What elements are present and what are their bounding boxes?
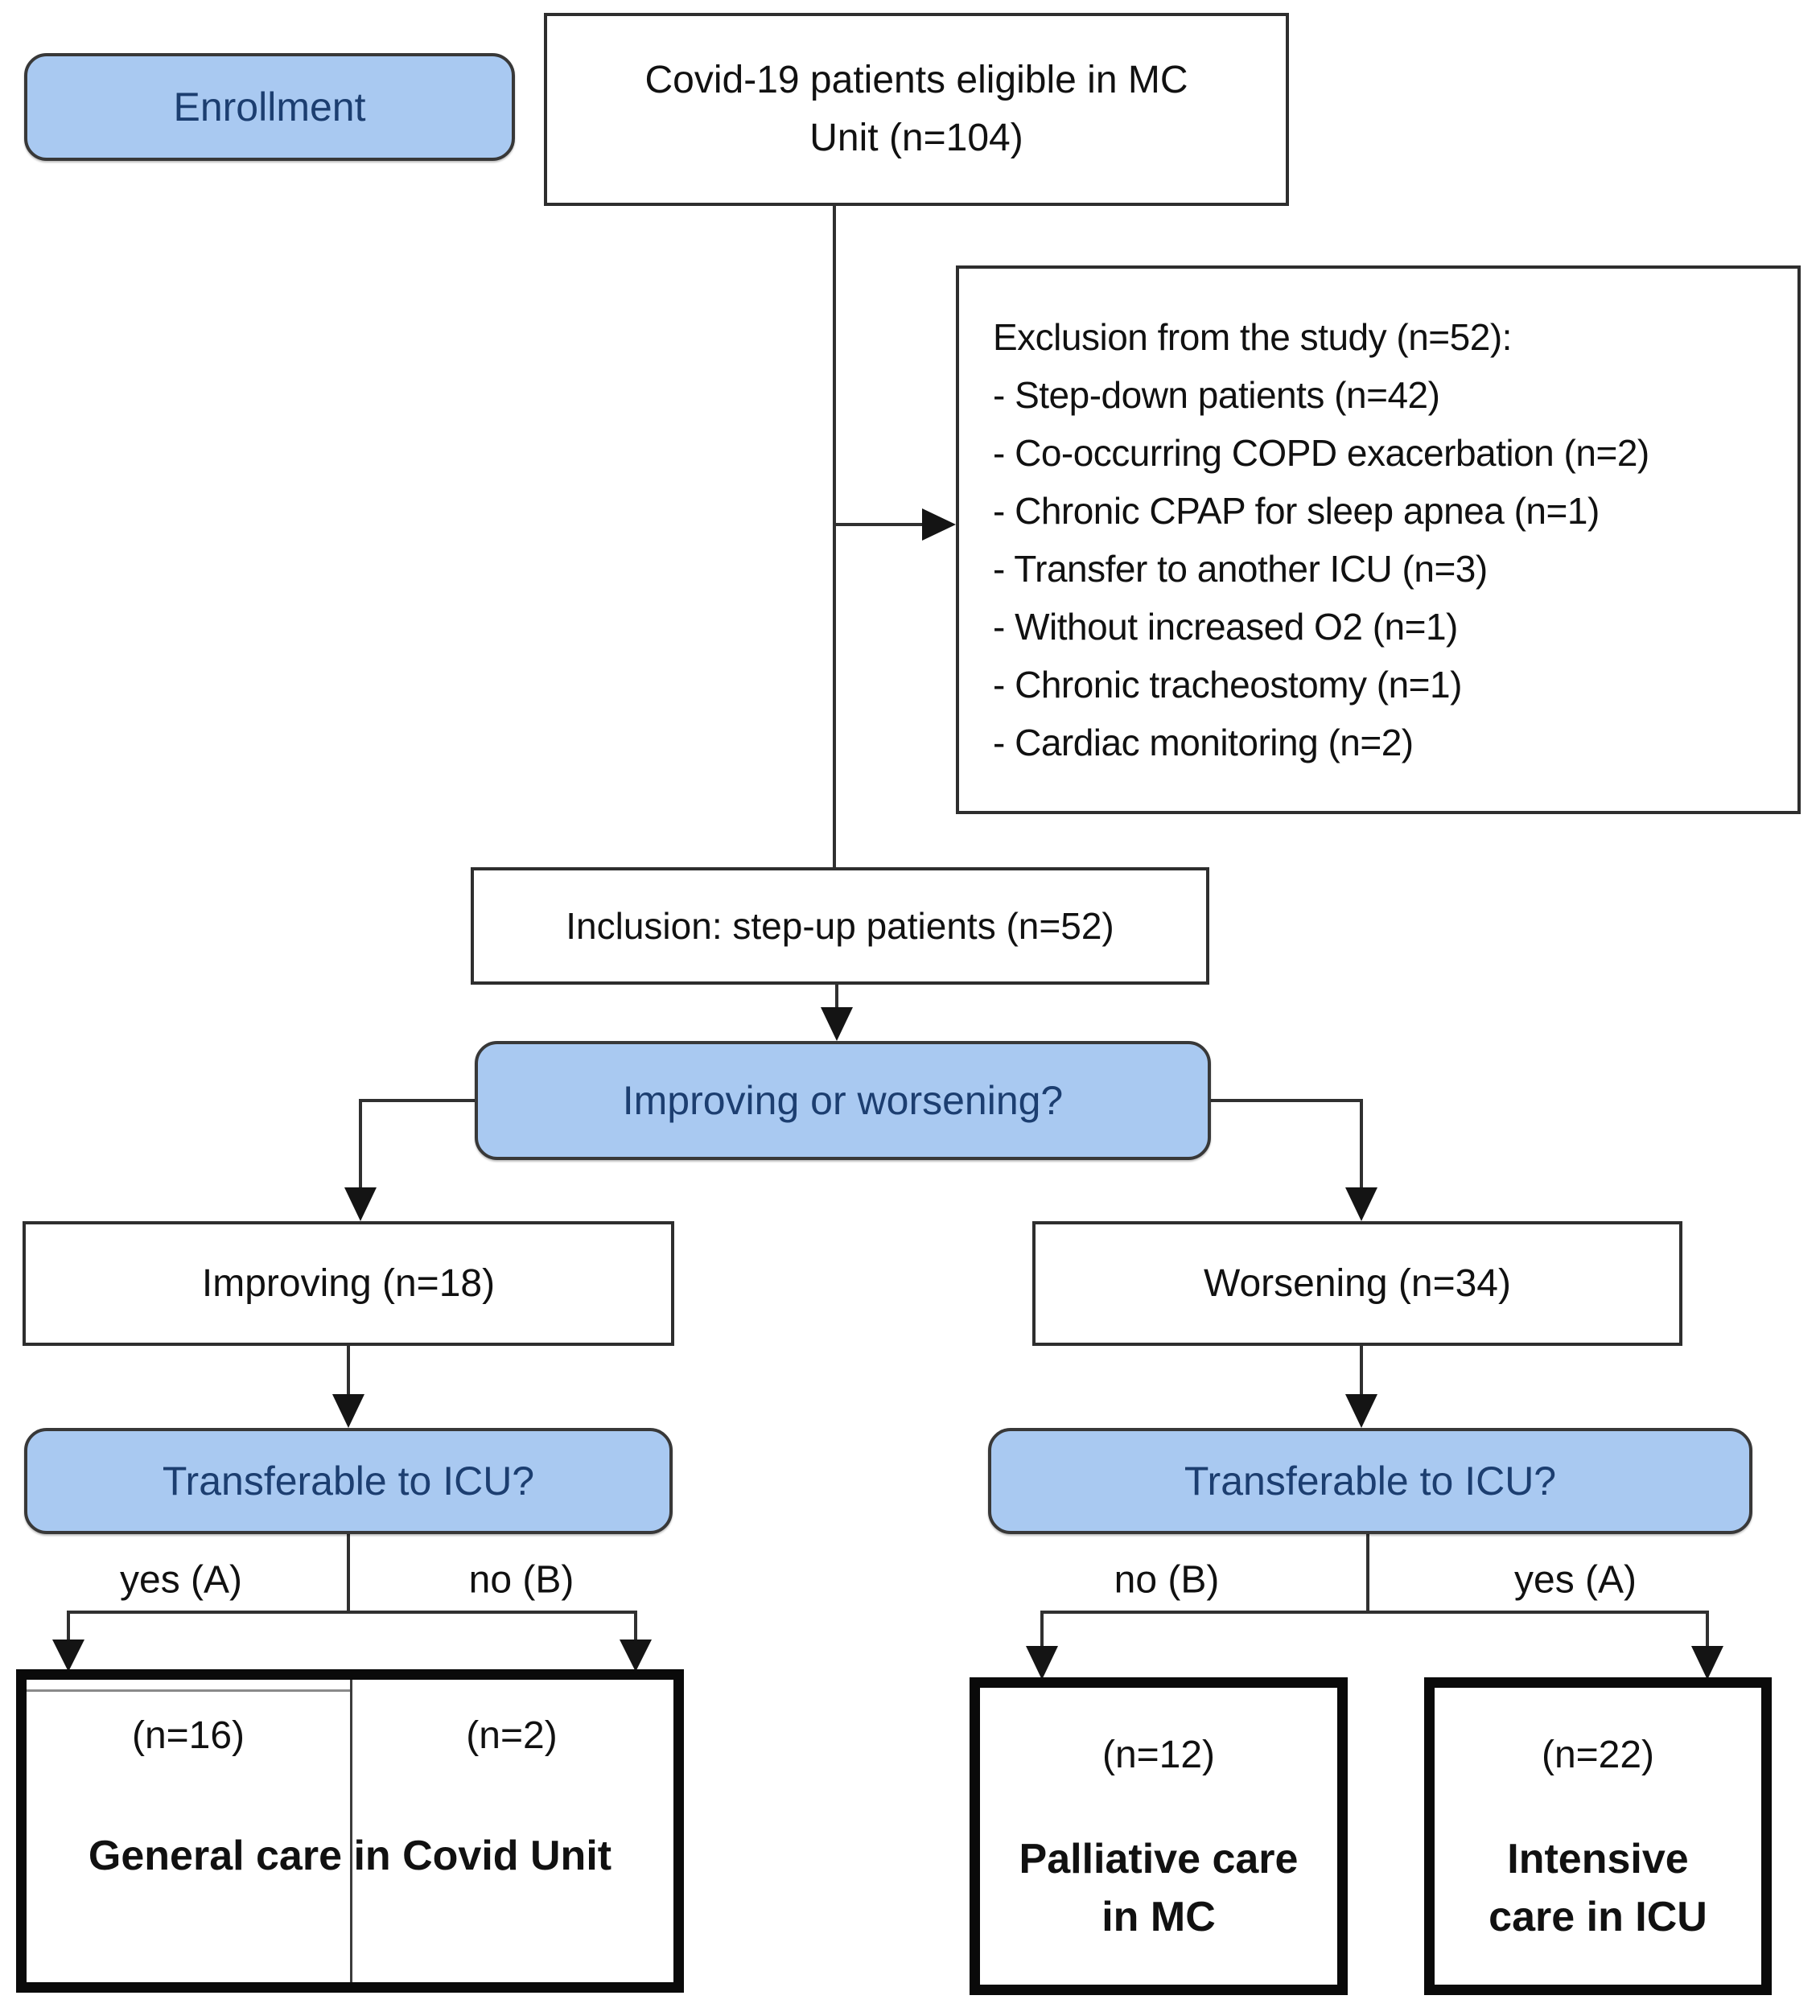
enrollment-label: Enrollment: [173, 84, 366, 130]
general-care-label: General care in Covid Unit: [88, 1833, 612, 1879]
line-decision-to-worsening: [1209, 1099, 1363, 1189]
enrollment-box: Enrollment: [24, 53, 515, 161]
edge-label-right-no: no (B): [1114, 1558, 1220, 1602]
worsening-box: Worsening (n=34): [1032, 1221, 1682, 1346]
general-n-yes: (n=16): [131, 1714, 245, 1757]
exclusion-item: - Chronic CPAP for sleep apnea (n=1): [993, 490, 1600, 532]
outcome-general-care-box: (n=16) (n=2) General care in Covid Unit: [16, 1669, 684, 1993]
outcome-palliative-care-box: (n=12) Palliative care in MC: [970, 1677, 1348, 1995]
line-decision-to-improving: [359, 1099, 476, 1189]
general-box-divider: [350, 1680, 352, 1982]
palliative-n: (n=12): [1101, 1734, 1216, 1776]
exclusion-item: - Chronic tracheostomy (n=1): [993, 664, 1462, 706]
general-box-inner-line: [27, 1689, 350, 1692]
inclusion-label: Inclusion: step-up patients (n=52): [566, 905, 1114, 947]
intensive-care-label: Intensive care in ICU: [1489, 1830, 1707, 1946]
decision-improving-or-worsening-label: Improving or worsening?: [622, 1078, 1064, 1123]
edge-label-right-yes: yes (A): [1513, 1558, 1637, 1602]
decision-transferable-left-label: Transferable to ICU?: [162, 1459, 535, 1504]
line-right-split: [1040, 1611, 1709, 1648]
intensive-care-line1: Intensive: [1507, 1836, 1689, 1882]
general-n-no: (n=2): [466, 1714, 558, 1757]
arrowhead-intensive: [1691, 1646, 1723, 1680]
decision-transferable-left: Transferable to ICU?: [24, 1428, 673, 1534]
exclusion-item: - Without increased O2 (n=1): [993, 606, 1458, 648]
exclusion-item: - Cardiac monitoring (n=2): [993, 722, 1414, 763]
arrowhead-palliative: [1026, 1646, 1058, 1680]
exclusion-title: Exclusion from the study (n=52):: [993, 316, 1512, 358]
arrowhead-exclusion: [922, 508, 956, 541]
inclusion-box: Inclusion: step-up patients (n=52): [471, 867, 1209, 985]
exclusion-box: Exclusion from the study (n=52): - Step-…: [956, 265, 1801, 814]
improving-label: Improving (n=18): [201, 1261, 496, 1305]
line-left-split: [67, 1611, 637, 1641]
arrowhead-general-right: [620, 1640, 652, 1672]
decision-transferable-right-label: Transferable to ICU?: [1184, 1459, 1557, 1504]
arrowhead-general-left: [52, 1640, 84, 1672]
decision-improving-or-worsening: Improving or worsening?: [475, 1041, 1211, 1160]
palliative-care-label: Palliative care in MC: [1019, 1830, 1299, 1946]
palliative-care-line1: Palliative care: [1019, 1836, 1299, 1882]
arrowhead-decision: [821, 1007, 853, 1041]
arrowhead-worsening: [1345, 1187, 1377, 1221]
intensive-care-line2: care in ICU: [1489, 1894, 1707, 1940]
arrowhead-improving: [344, 1187, 377, 1221]
exclusion-item: - Transfer to another ICU (n=3): [993, 548, 1488, 590]
improving-box: Improving (n=18): [23, 1221, 674, 1346]
eligible-patients-line1: Covid-19 patients eligible in MC: [644, 59, 1188, 101]
edge-label-left-no: no (B): [468, 1558, 574, 1602]
decision-transferable-right: Transferable to ICU?: [988, 1428, 1752, 1534]
intensive-n: (n=22): [1541, 1734, 1655, 1776]
edge-label-left-yes: yes (A): [119, 1558, 243, 1602]
outcome-intensive-care-box: (n=22) Intensive care in ICU: [1424, 1677, 1772, 1995]
palliative-care-line2: in MC: [1101, 1894, 1216, 1940]
arrowhead-transfer-right: [1345, 1394, 1377, 1428]
worsening-label: Worsening (n=34): [1204, 1261, 1511, 1305]
eligible-patients-line2: Unit (n=104): [809, 117, 1023, 159]
eligible-patients-box: Covid-19 patients eligible in MC Unit (n…: [544, 13, 1289, 206]
general-n-row: (n=16) (n=2): [27, 1714, 673, 1758]
exclusion-item: - Step-down patients (n=42): [993, 374, 1440, 416]
arrowhead-transfer-left: [332, 1394, 364, 1428]
exclusion-item: - Co-occurring COPD exacerbation (n=2): [993, 432, 1649, 474]
